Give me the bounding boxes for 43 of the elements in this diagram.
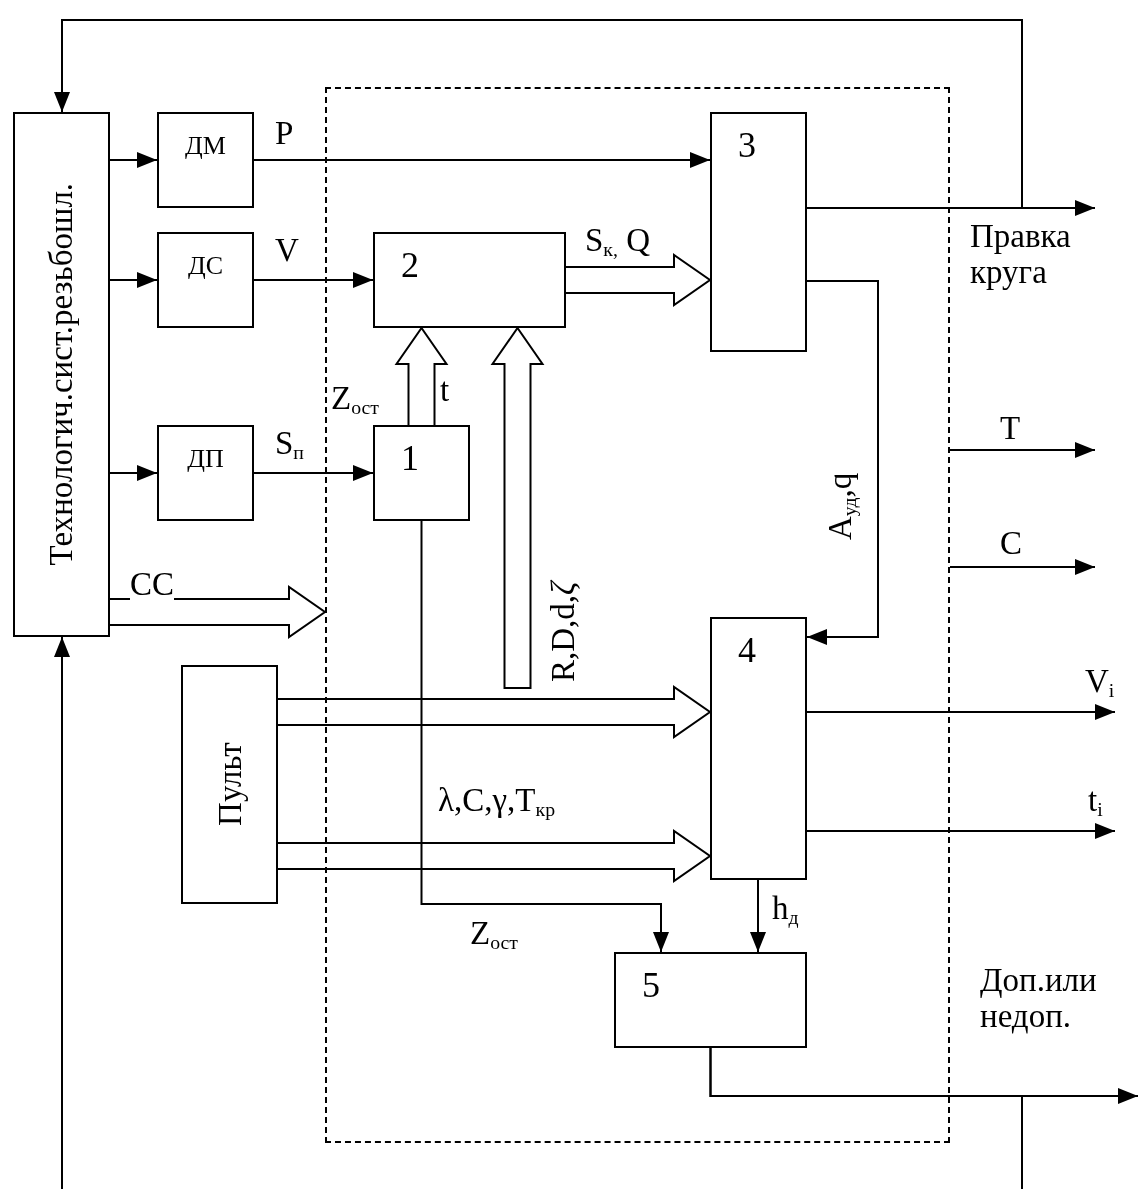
arrow <box>420 520 669 953</box>
block-label: Пульт <box>211 742 248 827</box>
block-label: 3 <box>738 126 756 166</box>
hollow-arrow <box>490 326 545 689</box>
block-label: ДМ <box>185 132 226 161</box>
block-box <box>157 232 254 328</box>
block-label: 1 <box>401 439 419 479</box>
arrow <box>949 559 1096 575</box>
block-box <box>710 112 807 352</box>
block-box <box>181 665 278 904</box>
arrow <box>109 465 158 481</box>
hollow-arrow <box>277 829 712 883</box>
dashed-boundary <box>325 87 950 1143</box>
arrow <box>54 636 70 1189</box>
arrow <box>806 823 1116 839</box>
arrow <box>949 442 1096 458</box>
arrow <box>109 152 158 168</box>
block-label: 5 <box>642 966 660 1006</box>
arrow <box>109 272 158 288</box>
block-label: 2 <box>401 246 419 286</box>
block-label: ДП <box>187 445 224 474</box>
arrow <box>750 879 766 953</box>
block-label: Технологич.сист.резьбошл. <box>43 183 80 566</box>
arrow <box>806 280 879 645</box>
block-box <box>157 425 254 521</box>
arrow <box>54 19 1023 209</box>
arrow <box>806 704 1116 720</box>
arrow <box>253 465 374 481</box>
block-box <box>157 112 254 208</box>
connector-line <box>709 1047 1023 1189</box>
block-box <box>710 617 807 880</box>
arrow <box>253 152 711 168</box>
hollow-arrow <box>277 685 712 739</box>
hollow-arrow <box>394 326 449 426</box>
block-box <box>373 232 566 328</box>
hollow-arrow <box>109 585 327 639</box>
hollow-arrow <box>565 253 712 307</box>
block-label: 4 <box>738 631 756 671</box>
arrow <box>253 272 374 288</box>
block-box <box>13 112 110 637</box>
block-box <box>373 425 470 521</box>
block-label: ДС <box>187 252 224 281</box>
block-box <box>614 952 807 1048</box>
